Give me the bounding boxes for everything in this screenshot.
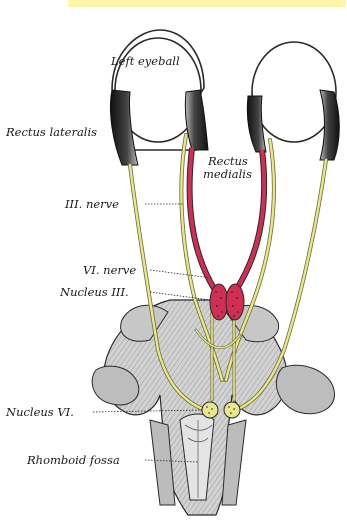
label-nucleus-six: Nucleus VI. [6,406,74,419]
label-left-eyeball: Left eyeball [111,55,180,68]
label-rectus-lateralis: Rectus lateralis [6,126,97,139]
label-sixth-nerve: VI. nerve [83,264,136,277]
label-rhomboid-fossa: Rhomboid fossa [27,454,120,467]
label-rectus-medialis-2: medialis [203,168,252,181]
label-nucleus-three: Nucleus III. [60,286,129,299]
label-third-nerve: III. nerve [65,198,119,211]
